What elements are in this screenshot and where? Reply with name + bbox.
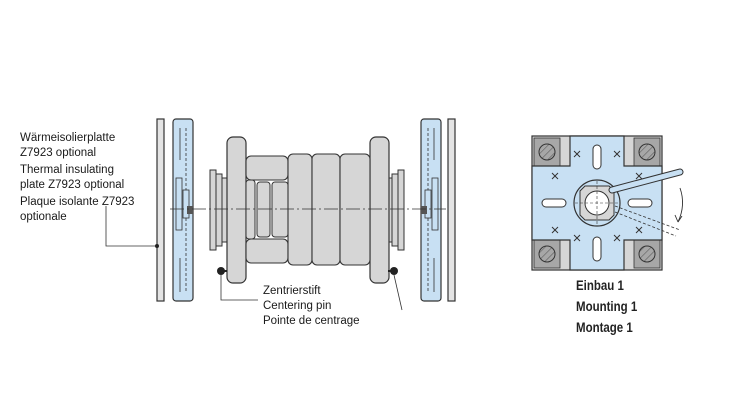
- center-body: [245, 153, 371, 266]
- pin-label-de: Zentrierstift: [263, 285, 321, 297]
- callout-en-line1: Thermal insulating: [20, 164, 114, 176]
- right-end-cap: [369, 136, 390, 284]
- mounting-front-view: [531, 135, 684, 271]
- pin-label-fr: Pointe de centrage: [263, 315, 360, 327]
- left-disc-stack: [209, 169, 228, 251]
- pin-leader-left: [220, 275, 258, 301]
- pin-leader-right: [393, 274, 403, 311]
- callout-en-line2: plate Z7923 optional: [20, 179, 125, 191]
- callout-de-line2: Z7923 optional: [20, 147, 97, 159]
- mounting-label-fr: Montage 1: [576, 319, 633, 335]
- right-outer-plate: [447, 118, 456, 302]
- callout-de-line1: Wärmeisolierplatte: [20, 132, 116, 144]
- pin-label-en: Centering pin: [263, 300, 332, 312]
- left-end-cap: [226, 136, 247, 284]
- left-centering-pin: [217, 267, 227, 275]
- insulating-plate-leader: [105, 206, 157, 247]
- mounting-label-de: Einbau 1: [576, 277, 624, 293]
- callout-fr-line2: optionale: [20, 211, 67, 223]
- callout-fr-line1: Plaque isolante Z7923: [20, 196, 135, 208]
- mounting-label-en: Mounting 1: [576, 298, 638, 314]
- right-centering-pin: [388, 267, 398, 275]
- right-insulating-plate: [420, 118, 442, 302]
- rotation-arrow: [677, 187, 683, 223]
- left-outer-plate: [156, 118, 165, 302]
- left-insulating-plate: [172, 118, 194, 302]
